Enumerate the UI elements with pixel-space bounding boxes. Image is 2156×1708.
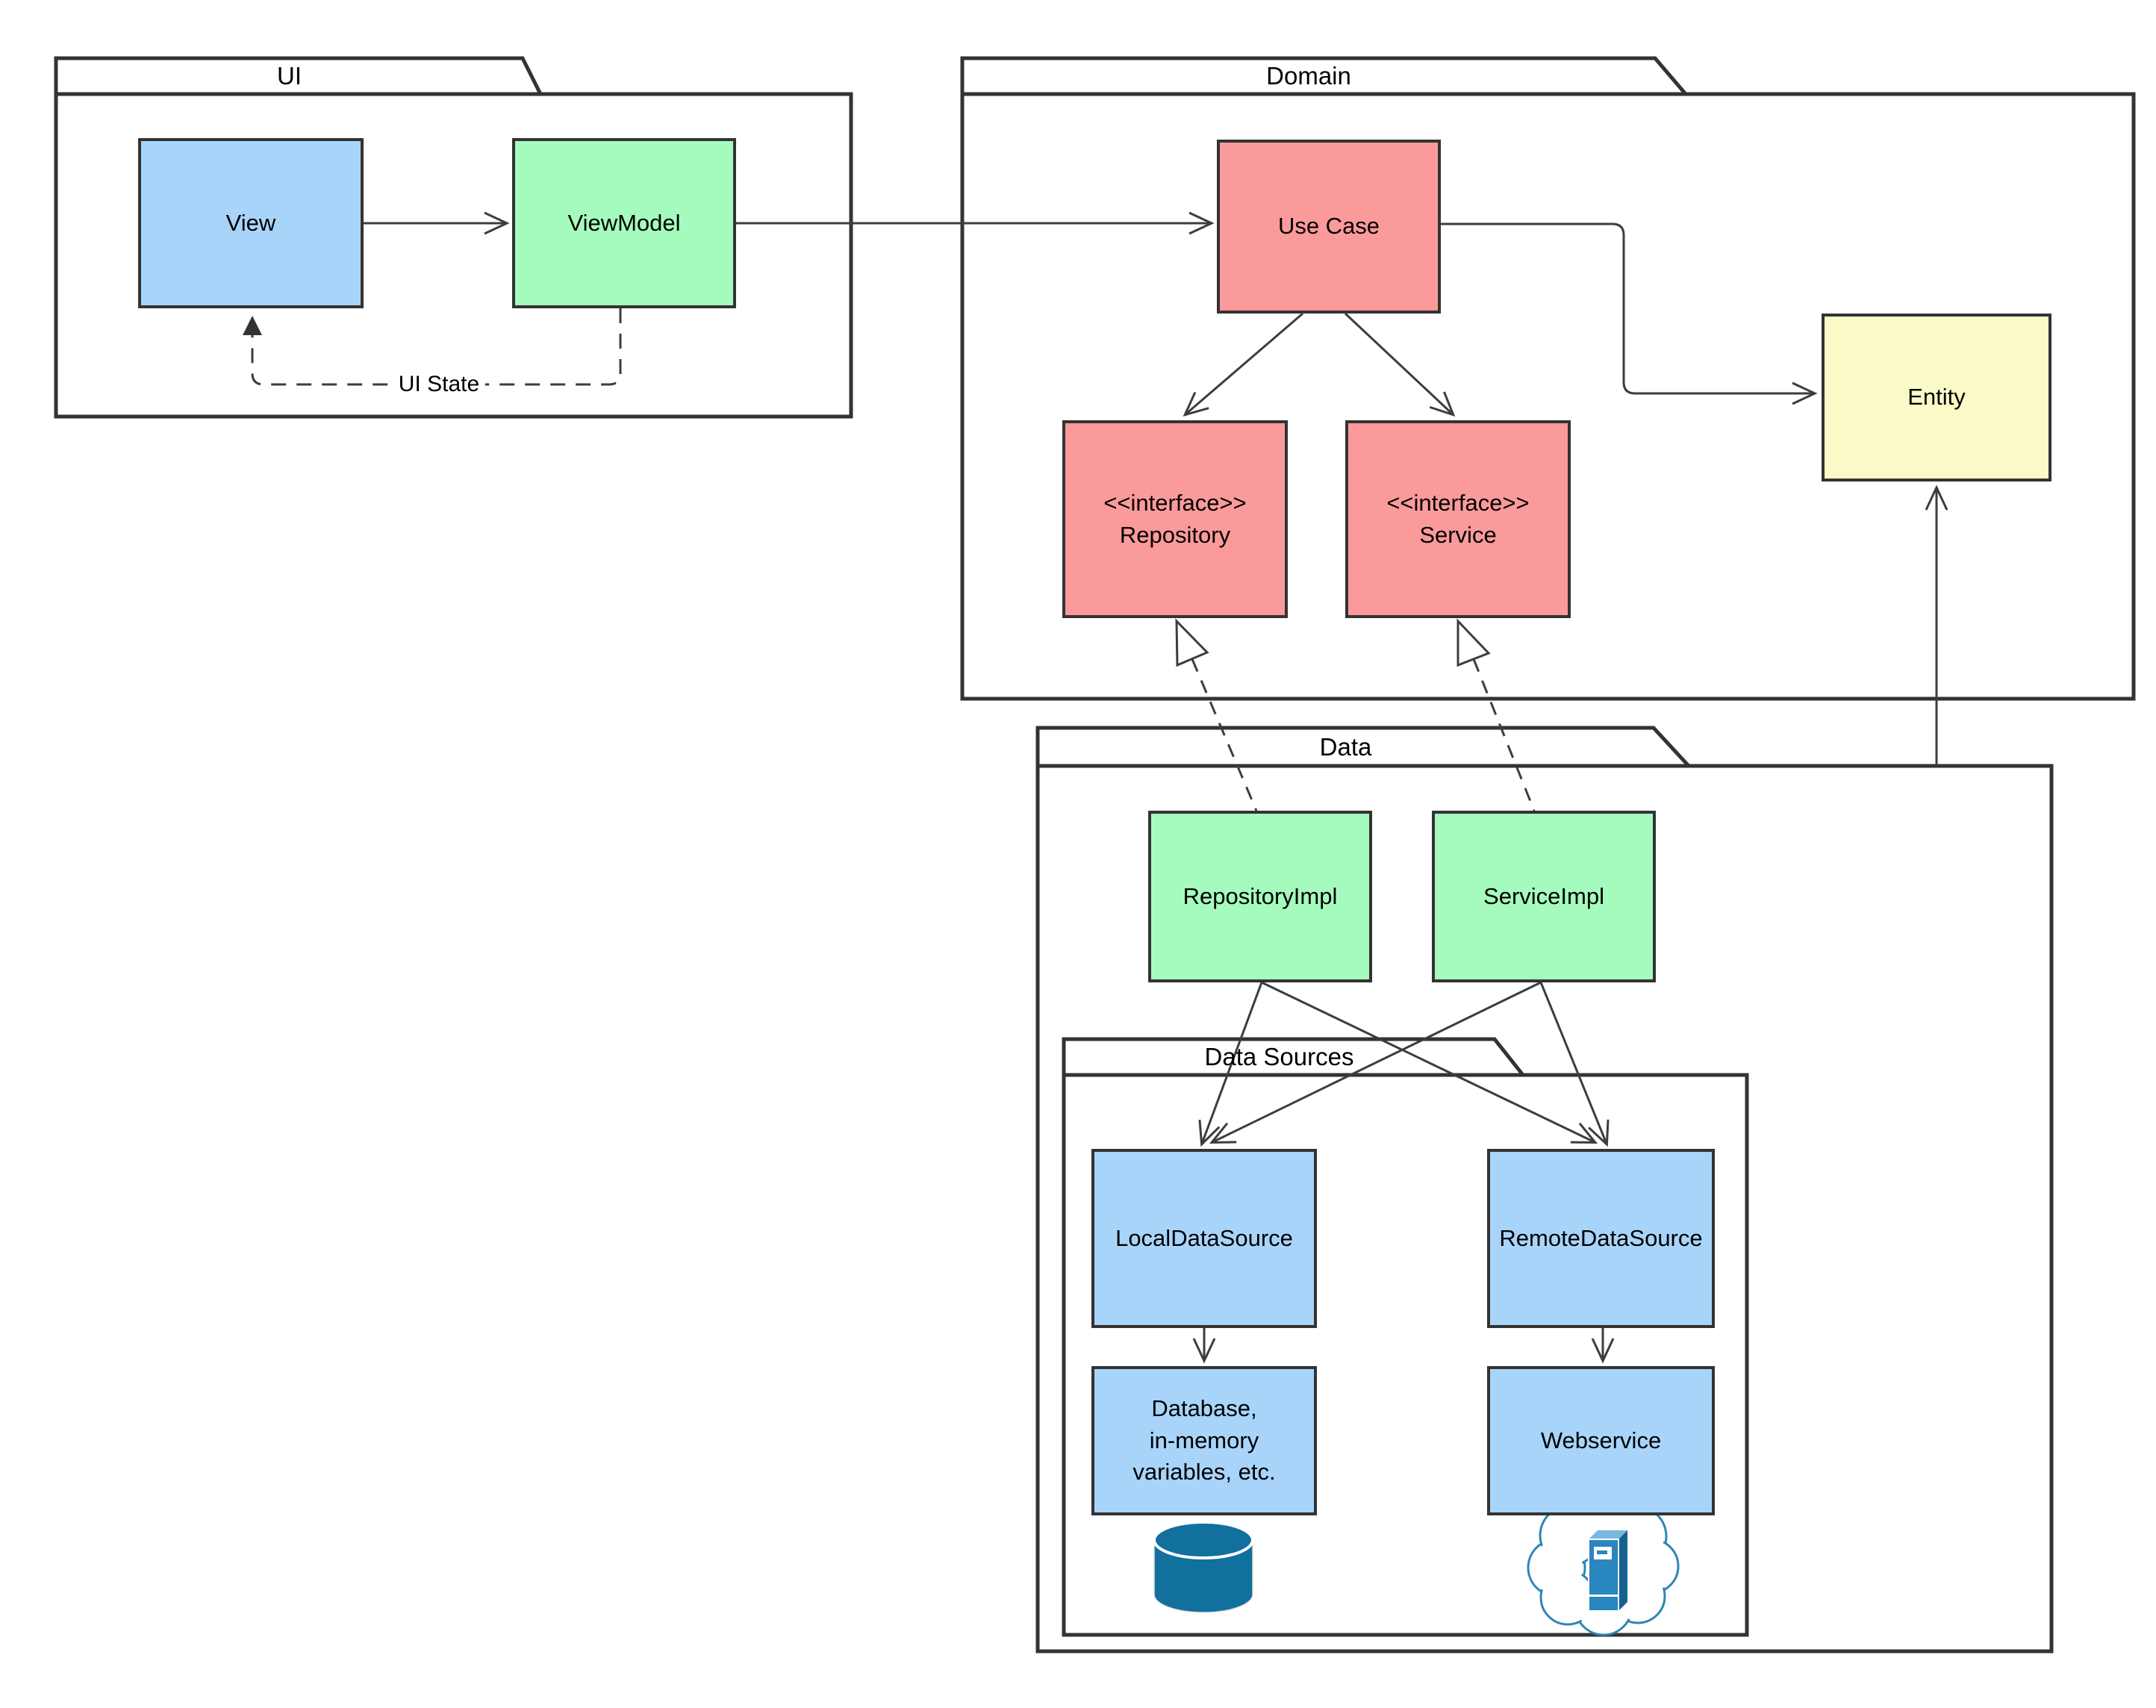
node-webservice[interactable]: Webservice [1487, 1366, 1715, 1515]
edge-usecase-to-service [1344, 312, 1456, 417]
node-use-case[interactable]: Use Case [1217, 140, 1441, 314]
edge-repositoryimpl-realizes-repository [1191, 658, 1258, 811]
package-data-label: Data [1319, 732, 1372, 761]
node-service-impl[interactable]: ServiceImpl [1432, 811, 1656, 982]
node-database-line3: variables, etc. [1132, 1459, 1276, 1486]
node-service-stereotype: <<interface>> [1386, 489, 1530, 516]
node-repository-impl-label: RepositoryImpl [1183, 882, 1338, 909]
edge-usecase-to-repository [1183, 312, 1303, 417]
package-ui-label: UI [277, 62, 302, 90]
package-domain-label: Domain [1266, 62, 1351, 90]
edge-repositoryimpl-to-remotedatasource [1261, 981, 1598, 1144]
node-remote-data-source[interactable]: RemoteDataSource [1487, 1149, 1715, 1328]
node-use-case-label: Use Case [1277, 213, 1380, 240]
node-database-line2: in-memory [1149, 1427, 1259, 1453]
realization-triangle-repository [1175, 618, 1209, 667]
node-local-data-source-label: LocalDataSource [1115, 1224, 1293, 1251]
node-database[interactable]: Database, in-memory variables, etc. [1091, 1366, 1317, 1515]
node-remote-data-source-label: RemoteDataSource [1499, 1224, 1703, 1251]
realization-triangle-service [1456, 618, 1491, 667]
edge-repositoryimpl-to-localdatasource [1198, 982, 1263, 1147]
node-entity-label: Entity [1907, 384, 1966, 411]
node-entity[interactable]: Entity [1822, 314, 2051, 481]
node-repository-label: Repository [1119, 521, 1231, 548]
node-service-interface[interactable]: <<interface>> Service [1345, 420, 1571, 618]
node-webservice-label: Webservice [1540, 1427, 1662, 1453]
node-repository-interface[interactable]: <<interface>> Repository [1062, 420, 1288, 618]
edge-serviceimpl-to-remotedatasource [1539, 982, 1610, 1147]
package-data-sources-label: Data Sources [1204, 1043, 1354, 1070]
node-service-impl-label: ServiceImpl [1483, 882, 1604, 909]
server-tower-icon [1588, 1530, 1627, 1612]
node-service-label: Service [1419, 521, 1497, 548]
edge-ui-state-label: UI State [392, 372, 486, 397]
database-cylinder-icon [1153, 1521, 1254, 1613]
node-view[interactable]: View [138, 138, 364, 308]
node-local-data-source[interactable]: LocalDataSource [1091, 1149, 1317, 1328]
edge-serviceimpl-to-localdatasource [1209, 981, 1542, 1144]
node-viewmodel-label: ViewModel [567, 209, 681, 236]
edge-usecase-to-entity [1441, 222, 1818, 405]
node-view-label: View [225, 209, 276, 236]
node-repository-stereotype: <<interface>> [1103, 489, 1247, 516]
node-viewmodel[interactable]: ViewModel [512, 138, 736, 308]
cloud-server-icon [1527, 1489, 1680, 1636]
edge-serviceimpl-realizes-service [1472, 658, 1536, 811]
node-database-line1: Database, [1151, 1394, 1257, 1421]
node-repository-impl[interactable]: RepositoryImpl [1148, 811, 1372, 982]
